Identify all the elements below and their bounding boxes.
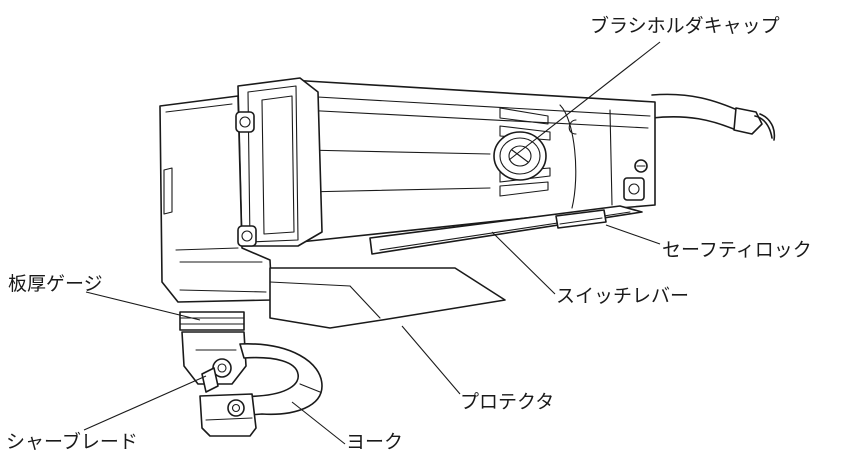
leader-switch-lever: [491, 231, 556, 295]
shear-blade: [181, 331, 247, 393]
leader-protector: [401, 325, 461, 395]
leader-yoke: [291, 401, 346, 445]
thickness-gauge: [179, 311, 245, 331]
labels: ブラシホルダキャップ セーフティロック スイッチレバー 板厚ゲージ プロテクタ …: [6, 14, 812, 453]
safety-lock: [555, 209, 607, 229]
label-safety-lock: セーフティロック: [662, 239, 812, 261]
leader-safety-lock: [605, 224, 661, 245]
label-brush-holder-cap: ブラシホルダキャップ: [590, 14, 780, 37]
label-yoke: ヨーク: [346, 431, 403, 453]
label-shear-blade: シャーブレード: [6, 430, 138, 453]
yoke: [199, 343, 323, 437]
leader-thickness-gauge: [85, 291, 201, 321]
label-switch-lever: スイッチレバー: [556, 285, 689, 307]
leader-brush-holder-cap: [508, 41, 661, 161]
motor-housing: [289, 79, 656, 243]
brush-holder-cap: [493, 131, 547, 181]
label-thickness-gauge: 板厚ゲージ: [8, 273, 103, 295]
protector: [269, 267, 506, 329]
gear-head: [159, 77, 323, 303]
power-cord: [651, 93, 776, 141]
leader-lines: [83, 41, 661, 445]
label-protector: プロテクタ: [460, 391, 554, 413]
leader-shear-blade: [83, 375, 207, 431]
